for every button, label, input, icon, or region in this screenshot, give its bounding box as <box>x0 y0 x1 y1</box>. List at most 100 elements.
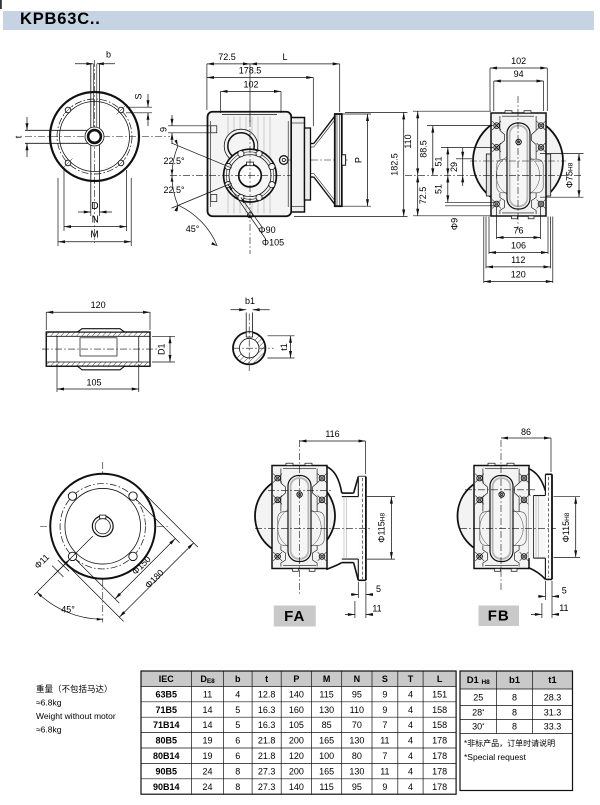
svg-text:重量（不包括马达）: 重量（不包括马达） <box>36 684 113 694</box>
svg-text:90B5: 90B5 <box>156 766 178 776</box>
svg-text:11: 11 <box>372 604 381 614</box>
svg-text:4: 4 <box>408 736 413 746</box>
svg-text:t1: t1 <box>279 343 289 351</box>
svg-text:≈6.8kg: ≈6.8kg <box>36 698 62 708</box>
svg-text:140: 140 <box>289 782 304 792</box>
svg-text:11: 11 <box>203 689 212 699</box>
svg-text:6: 6 <box>235 751 240 761</box>
svg-text:14: 14 <box>203 720 213 730</box>
svg-text:21.8: 21.8 <box>258 751 276 761</box>
svg-text:130: 130 <box>319 705 334 715</box>
svg-text:160: 160 <box>289 705 304 715</box>
svg-text:24: 24 <box>203 782 213 792</box>
svg-text:IEC: IEC <box>159 674 175 684</box>
svg-text:8: 8 <box>512 708 517 718</box>
svg-text:110: 110 <box>403 134 413 148</box>
svg-text:4: 4 <box>408 766 413 776</box>
svg-text:7: 7 <box>382 751 387 761</box>
svg-text:200: 200 <box>289 766 304 776</box>
svg-text:71B5: 71B5 <box>156 705 178 715</box>
svg-text:9: 9 <box>382 705 387 715</box>
svg-text:Φ11: Φ11 <box>32 552 51 571</box>
svg-text:L: L <box>282 52 287 62</box>
svg-text:19: 19 <box>203 736 213 746</box>
svg-text:≈6.8kg: ≈6.8kg <box>36 725 62 735</box>
svg-text:182.5: 182.5 <box>390 153 400 176</box>
svg-text:178.5: 178.5 <box>239 66 262 76</box>
svg-text:D: D <box>91 201 98 212</box>
svg-text:120: 120 <box>289 751 304 761</box>
svg-text:70: 70 <box>352 720 362 730</box>
svg-text:8: 8 <box>512 722 517 732</box>
svg-text:M: M <box>90 230 98 241</box>
svg-text:28*: 28* <box>472 708 485 718</box>
svg-text:FB: FB <box>488 608 510 625</box>
svg-text:178: 178 <box>432 736 447 746</box>
svg-text:80: 80 <box>352 751 362 761</box>
svg-text:178: 178 <box>432 766 447 776</box>
svg-text:4: 4 <box>408 720 413 730</box>
svg-text:8: 8 <box>512 692 517 702</box>
svg-text:110: 110 <box>350 705 364 715</box>
svg-text:5: 5 <box>235 705 240 715</box>
svg-text:t1: t1 <box>548 675 557 686</box>
svg-text:90B14: 90B14 <box>153 782 180 792</box>
svg-text:4: 4 <box>408 751 413 761</box>
svg-text:L: L <box>437 674 443 684</box>
svg-text:Weight without motor: Weight without motor <box>36 711 116 721</box>
svg-text:11: 11 <box>380 736 389 746</box>
svg-text:45°: 45° <box>186 224 200 234</box>
svg-text:76: 76 <box>513 226 523 236</box>
svg-text:b1: b1 <box>509 675 521 686</box>
svg-text:*非标产品，订单时请说明: *非标产品，订单时请说明 <box>464 738 555 748</box>
svg-text:95: 95 <box>352 689 362 699</box>
svg-text:5: 5 <box>376 584 381 594</box>
svg-text:D1: D1 <box>157 343 167 355</box>
svg-text:14: 14 <box>203 705 213 715</box>
svg-text:S: S <box>382 674 388 684</box>
svg-text:51: 51 <box>433 156 443 166</box>
svg-text:94: 94 <box>514 69 524 79</box>
svg-text:8: 8 <box>235 766 240 776</box>
svg-text:P: P <box>293 674 299 684</box>
svg-text:31.3: 31.3 <box>544 708 562 718</box>
svg-text:Φ115H8: Φ115H8 <box>377 512 387 542</box>
svg-text:Φ105: Φ105 <box>262 238 284 248</box>
svg-text:27.3: 27.3 <box>258 766 276 776</box>
svg-text:9: 9 <box>382 689 387 699</box>
svg-text:Φ9: Φ9 <box>450 218 460 230</box>
svg-text:5: 5 <box>235 720 240 730</box>
svg-text:S: S <box>134 93 144 99</box>
svg-text:178: 178 <box>432 782 447 792</box>
svg-text:Φ115H8: Φ115H8 <box>561 512 571 542</box>
svg-text:178: 178 <box>432 751 447 761</box>
svg-text:Φ75H8: Φ75H8 <box>565 162 575 188</box>
svg-text:D1 H8: D1 H8 <box>467 675 490 686</box>
svg-text:4: 4 <box>408 689 413 699</box>
svg-text:12.8: 12.8 <box>258 689 276 699</box>
svg-text:5: 5 <box>562 586 567 596</box>
svg-text:11: 11 <box>380 766 389 776</box>
svg-text:72.5: 72.5 <box>218 52 236 62</box>
svg-text:102: 102 <box>511 56 526 66</box>
svg-text:Φ90: Φ90 <box>258 225 275 235</box>
svg-text:200: 200 <box>289 736 304 746</box>
svg-text:b1: b1 <box>245 296 255 306</box>
svg-text:88.5: 88.5 <box>418 140 428 158</box>
svg-text:19: 19 <box>203 751 213 761</box>
svg-text:51: 51 <box>433 184 443 194</box>
svg-text:4: 4 <box>235 689 240 699</box>
svg-text:DE8: DE8 <box>200 674 215 685</box>
svg-text:29: 29 <box>449 162 459 172</box>
svg-text:120: 120 <box>511 270 526 280</box>
svg-text:9: 9 <box>382 782 387 792</box>
svg-text:100: 100 <box>319 751 334 761</box>
svg-text:80B14: 80B14 <box>153 751 180 761</box>
svg-text:16.3: 16.3 <box>258 720 276 730</box>
svg-text:FA: FA <box>284 608 305 625</box>
svg-text:28.3: 28.3 <box>544 692 562 702</box>
svg-text:22.5°: 22.5° <box>163 156 185 166</box>
svg-text:b: b <box>106 50 111 60</box>
svg-text:24: 24 <box>203 766 213 776</box>
svg-text:7: 7 <box>382 720 387 730</box>
